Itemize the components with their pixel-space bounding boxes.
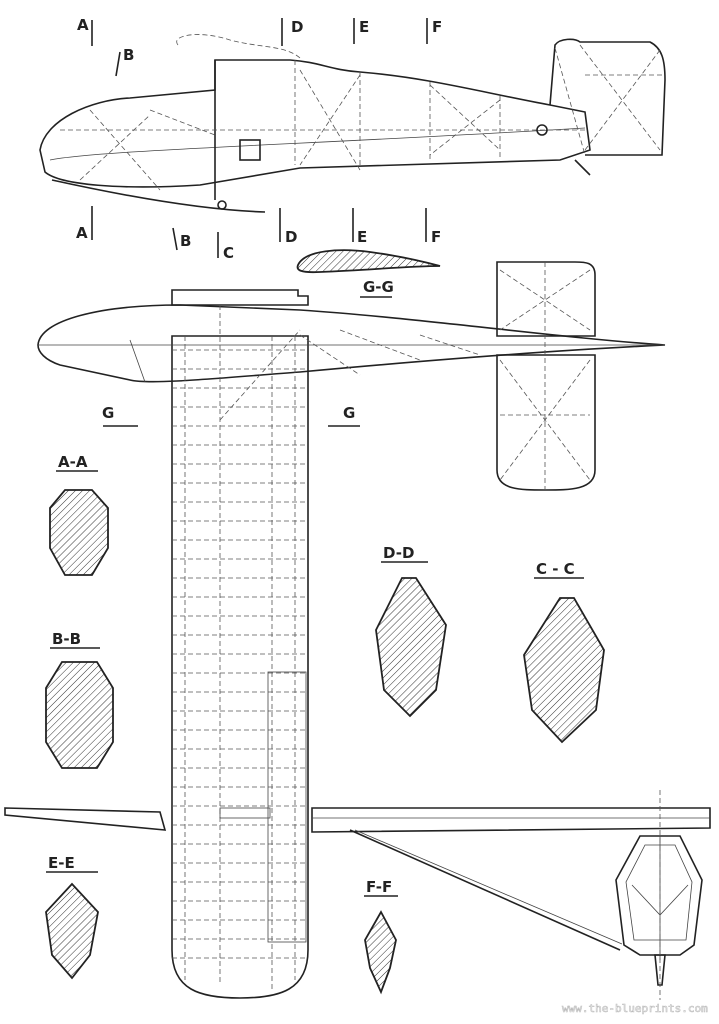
g-marker-right: G bbox=[343, 404, 355, 422]
marker-d-top: D bbox=[291, 18, 303, 36]
section-a-a: A-A bbox=[49, 453, 109, 576]
marker-b-top: B bbox=[123, 46, 134, 64]
watermark: www.the-blueprints.com bbox=[562, 1002, 708, 1015]
section-markers-bottom: A B C D E F bbox=[76, 206, 441, 262]
marker-a-bottom: A bbox=[76, 224, 88, 242]
section-d-d: D-D bbox=[375, 544, 447, 718]
section-a-a-label: A-A bbox=[58, 453, 88, 471]
section-f-f-label: F-F bbox=[366, 878, 392, 896]
marker-e-top: E bbox=[359, 18, 369, 36]
section-b-b-label: B-B bbox=[52, 630, 81, 648]
marker-c-bottom: C bbox=[223, 244, 234, 262]
marker-f-bottom: F bbox=[431, 228, 441, 246]
marker-a-top: A bbox=[77, 16, 89, 34]
airfoil-section bbox=[296, 249, 441, 274]
section-e-e: E-E bbox=[45, 854, 99, 980]
marker-b-bottom: B bbox=[180, 232, 191, 250]
section-c-c-label: C - C bbox=[536, 560, 575, 578]
section-e-e-label: E-E bbox=[48, 854, 75, 872]
airfoil-label: G-G bbox=[363, 278, 394, 296]
marker-e-bottom: E bbox=[357, 228, 367, 246]
front-view bbox=[4, 790, 711, 1000]
top-view bbox=[37, 261, 666, 999]
section-b-b: B-B bbox=[45, 630, 114, 769]
marker-f-top: F bbox=[432, 18, 442, 36]
section-markers-top: A B D E F bbox=[77, 16, 442, 77]
section-d-d-label: D-D bbox=[383, 544, 414, 562]
section-f-f: F-F bbox=[364, 878, 398, 995]
g-marker-left: G bbox=[102, 404, 114, 422]
side-view bbox=[39, 34, 666, 213]
marker-d-bottom: D bbox=[285, 228, 297, 246]
section-c-c: C - C bbox=[523, 560, 605, 744]
